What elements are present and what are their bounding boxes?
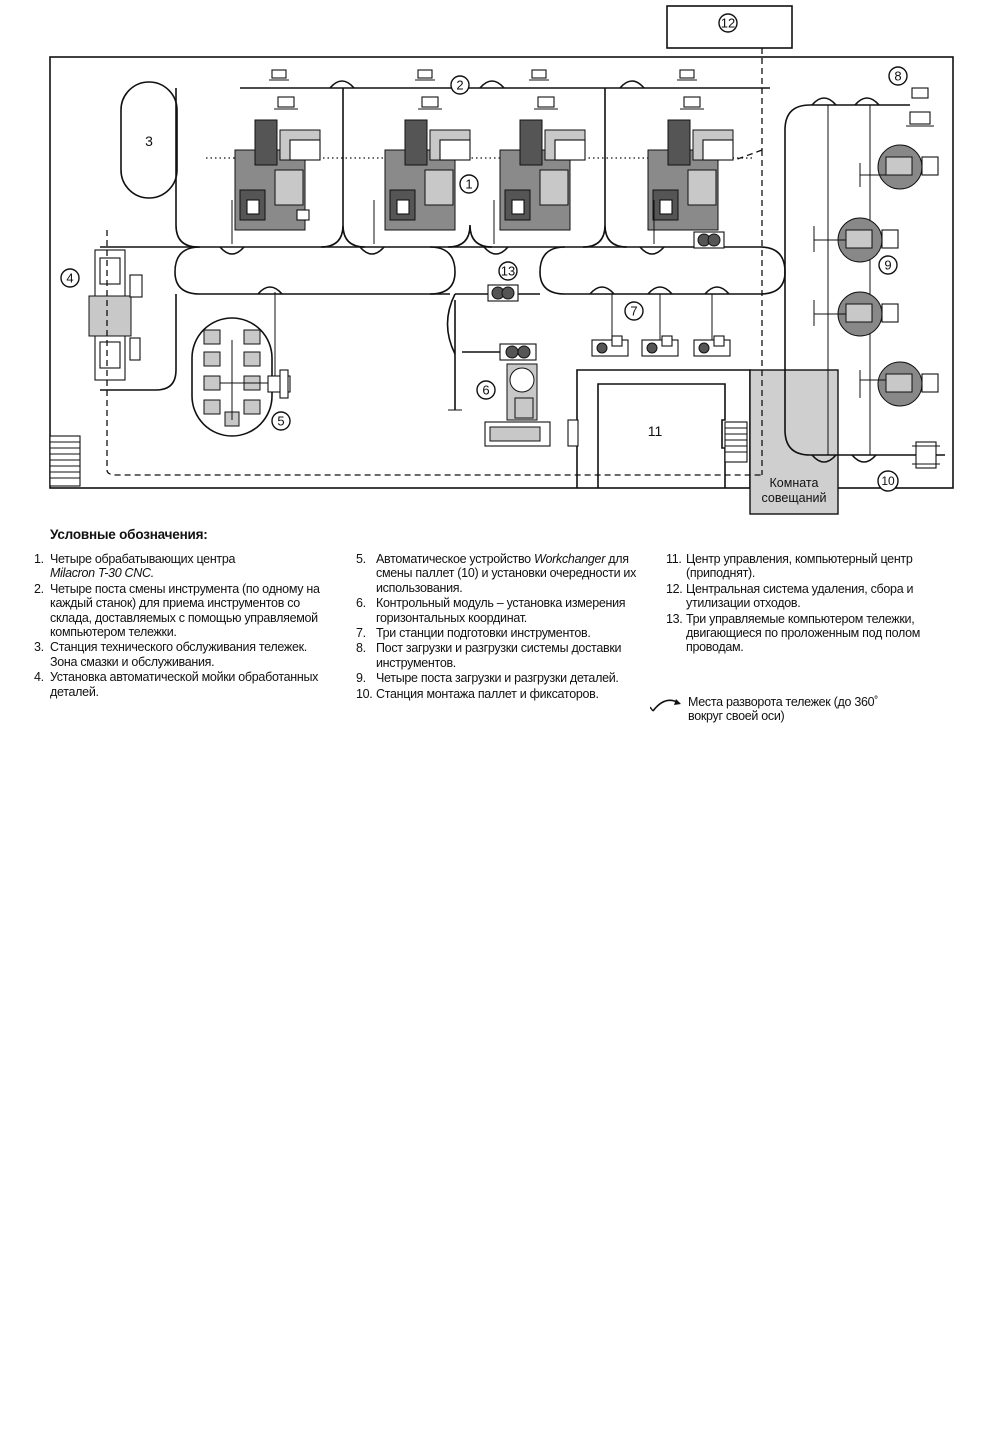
svg-text:7: 7 bbox=[630, 304, 637, 319]
turn-6 bbox=[589, 286, 615, 295]
legend-item-8: 8.Пост загрузки и разгрузки системы дост… bbox=[356, 641, 622, 670]
workchanger-unit bbox=[191, 292, 291, 437]
turn-legend: Места разворота тележек (до 360˚ вокруг … bbox=[650, 695, 890, 724]
svg-text:1: 1 bbox=[465, 177, 472, 192]
svg-text:9: 9 bbox=[884, 258, 891, 273]
legend-item-10: 10.Станция монтажа паллет и фиксаторов. bbox=[356, 686, 599, 701]
meeting-room-label-1: Комната bbox=[770, 476, 819, 490]
guide-right-top bbox=[784, 104, 910, 272]
flexible-manufacturing-layout-diagram: 12 3 2 bbox=[49, 5, 954, 515]
legend-item-2: 2.Четыре поста смены инструмента (по одн… bbox=[34, 581, 320, 640]
waste-duct-branch bbox=[734, 149, 763, 161]
part-load-stations bbox=[813, 144, 939, 407]
guide-loop-right bbox=[539, 246, 786, 295]
bay-divider-1 bbox=[320, 88, 366, 248]
turn-arc-icon bbox=[650, 699, 681, 712]
washing-unit bbox=[88, 249, 143, 381]
label-13: 13 bbox=[498, 261, 518, 281]
control-center-outer bbox=[576, 369, 751, 488]
meeting-room bbox=[749, 369, 839, 515]
stairs-left bbox=[49, 435, 81, 487]
svg-text:8: 8 bbox=[894, 69, 901, 84]
label-9: 9 bbox=[878, 255, 898, 275]
guide-loop-left bbox=[174, 246, 450, 295]
bay-divider-3 bbox=[582, 88, 628, 248]
stairs-control-center bbox=[724, 421, 748, 463]
legend-item-6: 6.Контрольный модуль – установка измерен… bbox=[356, 596, 626, 625]
bay-divider-0 bbox=[175, 88, 199, 248]
label-7: 7 bbox=[624, 301, 644, 321]
svg-text:12: 12 bbox=[721, 16, 735, 31]
turn-3 bbox=[483, 246, 509, 255]
turn-top-1 bbox=[329, 80, 355, 89]
svg-text:10: 10 bbox=[881, 474, 895, 488]
legend-item-3: 3.Станция технического обслуживания теле… bbox=[34, 640, 307, 669]
waste-system-box bbox=[666, 5, 793, 49]
svg-text:4: 4 bbox=[66, 271, 73, 286]
svg-text:5: 5 bbox=[277, 414, 284, 429]
label-6: 6 bbox=[476, 380, 496, 400]
turn-8 bbox=[704, 286, 730, 295]
turn-legend-text: Места разворота тележек (до 360˚ вокруг … bbox=[688, 695, 879, 724]
turn-top-2 bbox=[479, 80, 505, 89]
machining-centers bbox=[234, 119, 734, 231]
measuring-module bbox=[462, 343, 551, 447]
guide-loop-left-end bbox=[429, 246, 456, 295]
cart-maintenance-oval bbox=[120, 81, 178, 199]
svg-text:6: 6 bbox=[482, 383, 489, 398]
area-11-label: 11 bbox=[648, 423, 663, 439]
label-2: 2 bbox=[450, 75, 470, 95]
tool-prep-stations bbox=[591, 294, 731, 357]
dashed-bottom bbox=[106, 469, 762, 476]
turn-2 bbox=[359, 246, 385, 255]
label-4: 4 bbox=[60, 268, 80, 288]
turn-r1 bbox=[811, 97, 837, 106]
guide-right-bottom bbox=[784, 272, 945, 456]
label-1: 1 bbox=[459, 174, 479, 194]
tool-delivery-post bbox=[906, 87, 934, 127]
legend-column-3: 11.Центр управления, компьютерный центр … bbox=[666, 552, 966, 656]
label-10: 10 bbox=[877, 470, 899, 492]
legend-item-7: 7.Три станции подготовки инструментов. bbox=[356, 626, 591, 641]
legend-item-4: 4.Установка автоматической мойки обработ… bbox=[34, 670, 319, 699]
svg-text:2: 2 bbox=[456, 78, 463, 93]
legend-item-12: 12.Центральная система удаления, сбора и… bbox=[666, 581, 914, 611]
guide-left-lower bbox=[100, 294, 177, 391]
turn-r4 bbox=[851, 454, 877, 463]
legend-title: Условные обозначения: bbox=[50, 527, 208, 542]
legend-item-11: 11.Центр управления, компьютерный центр … bbox=[666, 552, 913, 581]
turn-7 bbox=[647, 286, 673, 295]
turn-5 bbox=[257, 286, 283, 295]
turn-top-3 bbox=[619, 80, 645, 89]
turn-4 bbox=[639, 246, 665, 255]
agv-carts bbox=[487, 231, 725, 302]
legend-item-9: 9.Четыре поста загрузки и разгрузки дета… bbox=[356, 671, 619, 686]
building-outline bbox=[49, 56, 954, 489]
area-3-label: 3 bbox=[145, 133, 153, 149]
label-5: 5 bbox=[271, 411, 291, 431]
turn-r2 bbox=[854, 97, 880, 106]
legend-column-2: 5.Автоматическое устройство Workchanger … bbox=[356, 552, 656, 702]
legend-item-5: 5.Автоматическое устройство Workchanger … bbox=[356, 552, 637, 595]
turn-1 bbox=[219, 246, 245, 255]
meeting-room-label-2: совещаний bbox=[762, 491, 827, 505]
label-8: 8 bbox=[888, 66, 908, 86]
legend-item-13: 13.Три управляемые компьютером тележки, … bbox=[666, 611, 921, 655]
tool-change-posts bbox=[269, 69, 704, 110]
svg-text:13: 13 bbox=[501, 264, 515, 279]
label-12: 12 bbox=[718, 13, 738, 33]
control-center-door bbox=[567, 419, 579, 447]
pallet-station bbox=[912, 441, 940, 469]
guide-branch-6 bbox=[446, 293, 456, 355]
turn-r3 bbox=[811, 454, 837, 463]
